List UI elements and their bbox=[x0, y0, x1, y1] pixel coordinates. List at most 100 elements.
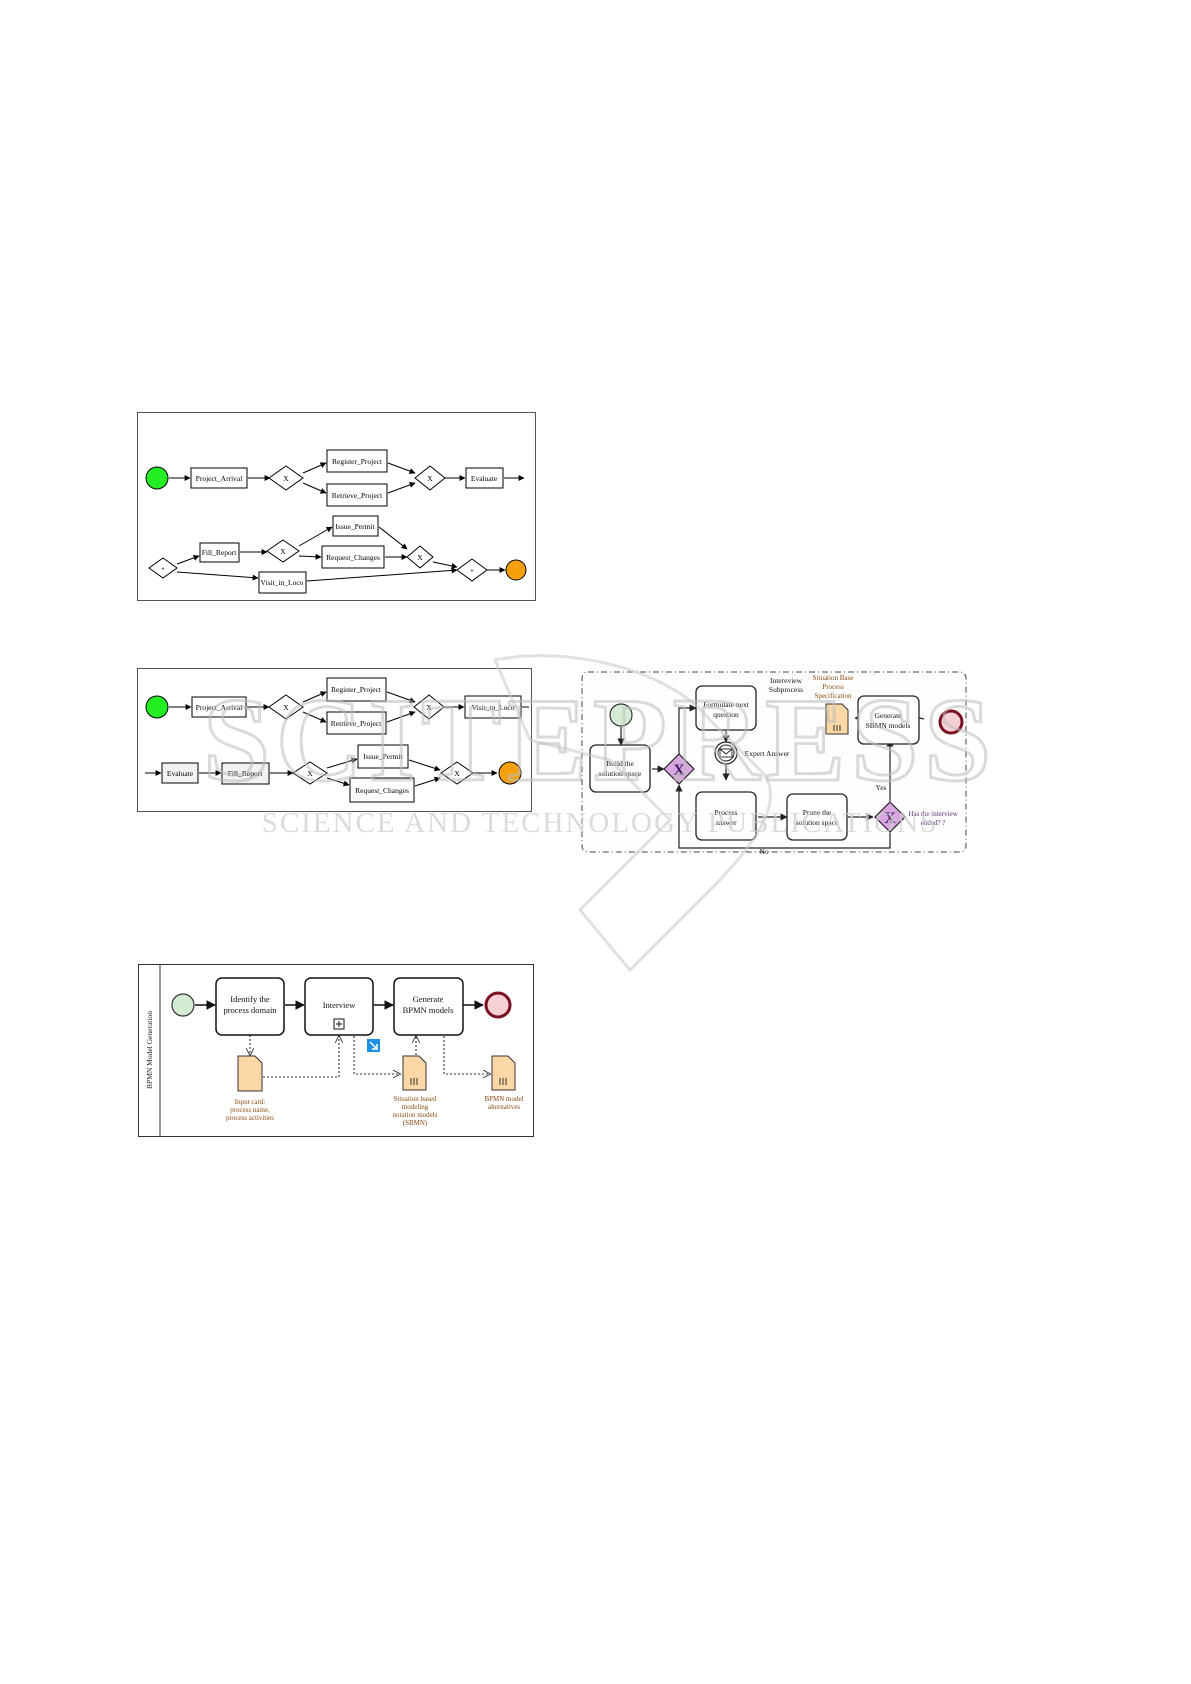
sbmn-document-icon bbox=[402, 1055, 427, 1091]
figure-b-process-diagram: Project_Arrival Register_Project Retriev… bbox=[137, 668, 532, 812]
label-evaluate: Evaluate bbox=[167, 769, 194, 778]
task-project-arrival bbox=[191, 696, 247, 718]
alternatives-document-icon bbox=[491, 1055, 516, 1091]
alternatives-label-1: BPMN model bbox=[484, 1095, 523, 1103]
label-register-project: Register_Project bbox=[332, 457, 383, 466]
figure-a-process-diagram: Project_Arrival Register_Project Retriev… bbox=[137, 412, 536, 601]
spec-label-2: Process bbox=[822, 683, 844, 691]
task-retrieve-project bbox=[326, 483, 388, 507]
task-issue-permit bbox=[332, 515, 379, 537]
xor-gateway-split-1 bbox=[268, 694, 304, 720]
task-project-arrival bbox=[190, 467, 248, 489]
and-mark: + bbox=[470, 566, 474, 575]
prune-label-1: Prune the bbox=[803, 808, 832, 817]
start-event bbox=[145, 695, 169, 719]
drilldown-arrow-icon[interactable] bbox=[367, 1039, 380, 1052]
end-event bbox=[505, 559, 527, 581]
label-issue-permit: Issue_Permit bbox=[335, 522, 375, 531]
end-event bbox=[498, 761, 522, 785]
input-card-document-icon bbox=[237, 1055, 263, 1092]
formulate-label-2: question bbox=[713, 710, 739, 719]
task-generate-bpmn-models bbox=[393, 977, 464, 1036]
expert-answer-label: Expert Answer bbox=[745, 749, 790, 758]
spec-label-1: Situation Base bbox=[813, 674, 854, 682]
xor-gateway-join-1 bbox=[414, 465, 446, 491]
build-label-1: Build the bbox=[606, 759, 634, 768]
task-register-project bbox=[326, 677, 387, 702]
gateway-x-mark: X bbox=[884, 810, 896, 827]
xor-mark: X bbox=[426, 703, 432, 712]
task-issue-permit bbox=[357, 744, 409, 769]
xor-gateway-split-2 bbox=[266, 539, 300, 563]
process-answer-label-1: Process bbox=[715, 808, 738, 817]
task-request-changes bbox=[321, 545, 385, 569]
task-prune-solution-space bbox=[786, 793, 848, 841]
alternatives-label-2: alternatives bbox=[488, 1103, 521, 1111]
build-label-2: solution space bbox=[599, 769, 642, 778]
subprocess-label-1: Intereview bbox=[770, 676, 803, 685]
process-answer-label-2: answer bbox=[715, 818, 737, 827]
xor-mark: X bbox=[427, 474, 433, 483]
no-label: No bbox=[759, 847, 768, 856]
sbmn-label-1: Situation based bbox=[394, 1095, 437, 1103]
label-request-changes: Request_Changes bbox=[355, 786, 409, 795]
xor-gateway-split-2 bbox=[292, 761, 328, 785]
gateway-x-mark: X bbox=[673, 762, 685, 779]
start-event bbox=[171, 993, 195, 1017]
task-evaluate bbox=[161, 762, 199, 784]
subprocess-plus-icon bbox=[333, 1018, 345, 1030]
input-card-label-2: process name, bbox=[230, 1106, 270, 1114]
figure-c-interview-subprocess: Build the solution space Formulate next … bbox=[581, 671, 967, 856]
task-evaluate bbox=[465, 467, 504, 489]
lane-label: BPMN Model Generation bbox=[145, 1011, 154, 1089]
xor-mark: X bbox=[454, 769, 460, 778]
expert-answer-message-event bbox=[714, 741, 738, 765]
question-label-2: ended? ? bbox=[921, 819, 946, 827]
xor-gateway-join-2 bbox=[406, 545, 434, 569]
label-retrieve-project: Retrieve_Project bbox=[332, 491, 383, 500]
and-gateway-join bbox=[456, 558, 488, 582]
xor-gateway-split-1 bbox=[268, 465, 304, 491]
xor-gateway-interview-ended bbox=[874, 801, 906, 833]
end-event bbox=[484, 991, 512, 1019]
and-gateway-split bbox=[148, 557, 178, 579]
xor-gateway-join-1 bbox=[413, 694, 445, 720]
label-fill-report: Fill_Report bbox=[228, 769, 264, 778]
sbmn-label-4: (SBMN) bbox=[403, 1119, 428, 1127]
and-mark: + bbox=[161, 564, 165, 573]
start-event bbox=[609, 703, 633, 727]
label-register-project: Register_Project bbox=[331, 685, 382, 694]
task-request-changes bbox=[349, 777, 415, 803]
formulate-label-1: Formulate next bbox=[703, 700, 750, 709]
input-card-label-3: process activities bbox=[226, 1114, 274, 1122]
task-generate-sbmn-models bbox=[857, 695, 920, 745]
task-identify-process-domain bbox=[215, 977, 285, 1036]
generate-label-2: SBMN models bbox=[866, 721, 911, 730]
xor-mark: X bbox=[283, 474, 289, 483]
xor-mark: X bbox=[307, 769, 313, 778]
label-issue-permit: Issue_Permit bbox=[363, 752, 403, 761]
xor-mark: X bbox=[417, 553, 423, 562]
label-retrieve-project: Retrieve_Project bbox=[331, 719, 382, 728]
identify-label-1: Identify the bbox=[230, 994, 270, 1004]
sbmn-label-2: modeling bbox=[402, 1103, 429, 1111]
identify-label-2: process domain bbox=[223, 1005, 277, 1015]
label-project-arrival: Project_Arrival bbox=[196, 703, 243, 712]
xor-mark: X bbox=[283, 703, 289, 712]
spec-label-3: Specification bbox=[815, 692, 852, 700]
xor-gateway-join-2 bbox=[440, 761, 474, 785]
label-evaluate: Evaluate bbox=[471, 474, 498, 483]
label-visit-in-loco: Visit_in_Loco bbox=[261, 578, 304, 587]
start-event bbox=[145, 466, 169, 490]
generate-label-1: Generate bbox=[874, 711, 902, 720]
situation-spec-document-icon bbox=[825, 703, 849, 735]
task-register-project bbox=[326, 449, 388, 473]
label-project-arrival: Project_Arrival bbox=[196, 474, 243, 483]
task-fill-report bbox=[221, 762, 270, 785]
input-card-label-1: Input card: bbox=[235, 1098, 266, 1106]
label-visit-in-loco: Visit_in_Loco bbox=[472, 703, 515, 712]
label-fill-report: Fill_Report bbox=[202, 548, 238, 557]
sbmn-label-3: notation models bbox=[393, 1111, 438, 1119]
subprocess-label-2: Subprocess bbox=[769, 685, 803, 694]
figure-d-bpmn-model-generation: BPMN Model Generation bbox=[138, 964, 534, 1137]
